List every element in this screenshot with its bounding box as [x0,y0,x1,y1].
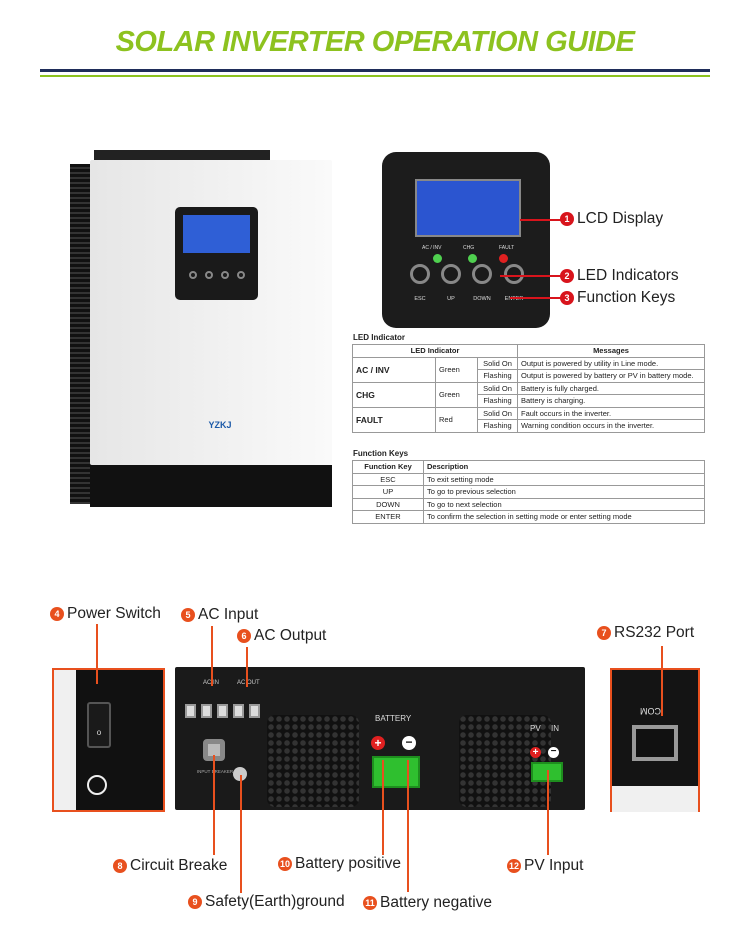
callout-line [500,275,562,277]
minus-icon: − [548,747,559,758]
led-label-ac-inv: AC / INV [422,245,442,251]
plus-icon: + [371,736,385,750]
pv-label: PV [530,724,541,733]
logo: YZKJ [208,420,232,430]
enter-button[interactable] [504,264,524,284]
led-fault [499,254,508,263]
lcd-display [415,179,521,237]
rs232-closeup: COM [610,668,700,812]
battery-label: BATTERY [375,714,412,723]
page-title: SOLAR INVERTER OPERATION GUIDE [115,26,635,58]
key-label-up: UP [447,296,455,302]
led-label-fault: FAULT [499,245,515,251]
up-button[interactable] [441,264,461,284]
fan-right [459,715,551,807]
breaker-label: INPUT BREAKER [196,769,234,774]
key-label-down: DOWN [473,296,491,302]
front-control-panel [175,207,258,300]
control-panel-closeup: AC / INV CHG FAULT ESC UP DOWN ENTER [382,152,550,328]
callout-line [520,219,562,221]
key-label-esc: ESC [414,296,426,302]
ac-out-label: AC OUT [237,680,260,686]
esc-button[interactable] [410,264,430,284]
battery-terminal[interactable] [372,756,420,788]
keys-table-title: Function Keys [353,449,409,458]
led-ac-inv [433,254,442,263]
green-rule [40,75,710,77]
power-switch-closeup: o [52,668,165,812]
minus-icon: − [402,736,416,750]
power-icon [87,775,107,795]
fan-left [267,715,359,807]
key-label-enter: ENTER [504,296,524,302]
in-label: IN [551,724,559,733]
down-button[interactable] [472,264,492,284]
earth-ground-screw [233,767,247,781]
led-table-title: LED Indicator [353,333,406,342]
callout-line [510,297,562,299]
inverter-front-image: YZKJ [70,150,332,510]
navy-rule [40,69,710,72]
rs232-port[interactable] [632,725,678,761]
led-label-chg: CHG [463,245,475,251]
power-switch[interactable]: o [87,702,111,748]
rear-panel-image: AC IN AC OUT INPUT BREAKER BATTERY + − P… [175,667,585,810]
led-chg [468,254,477,263]
plus-icon: + [530,747,541,758]
com-label: COM [640,706,661,716]
